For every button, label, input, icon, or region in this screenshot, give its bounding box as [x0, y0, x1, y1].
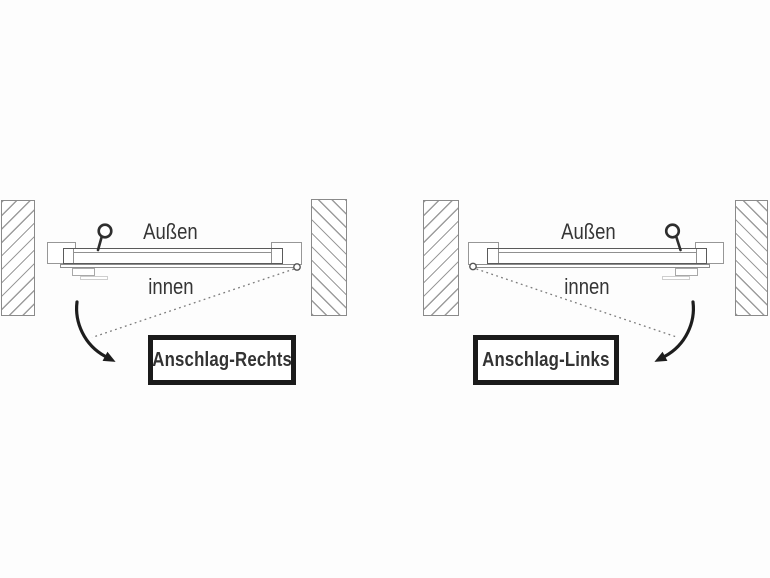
outside-label: Außen — [560, 219, 616, 244]
door-end-cap — [271, 249, 272, 263]
swing-arrow — [75, 300, 108, 359]
hinge-icon — [469, 262, 477, 271]
door-leaf — [487, 248, 707, 264]
lock-plate — [72, 268, 95, 276]
diagram-anschlag-links: Außen innen Anschlag-Links — [385, 0, 770, 578]
lock-plate-lip — [662, 276, 690, 280]
swing-path-dotted-line — [91, 268, 295, 339]
wall-right — [311, 199, 347, 316]
wall-right — [735, 200, 768, 316]
door-end-cap — [498, 249, 499, 263]
swing-arrow — [662, 300, 695, 359]
door-handle-stem — [675, 236, 682, 252]
door-end-cap — [696, 249, 697, 263]
left-diagram-overlay — [75, 223, 301, 362]
lock-plate-lip — [80, 276, 108, 280]
wall-left — [1, 200, 35, 316]
wall-left — [423, 200, 459, 316]
outside-label: Außen — [142, 219, 198, 244]
right-diagram-overlay — [469, 223, 695, 362]
swing-arrowhead-icon — [654, 351, 668, 362]
caption-box-anschlag-rechts: Anschlag-Rechts — [148, 335, 296, 385]
door-handle-icon — [97, 223, 113, 239]
hinge-icon — [293, 263, 301, 271]
swing-path-dotted-line — [476, 268, 679, 339]
swing-arrowhead-icon — [102, 351, 116, 362]
door-handle-icon — [664, 223, 681, 239]
door-edge-line — [498, 251, 697, 253]
door-leaf — [63, 248, 283, 264]
caption-box-anschlag-links: Anschlag-Links — [473, 335, 619, 385]
door-end-cap — [73, 249, 74, 263]
door-handle-stem — [96, 236, 103, 252]
door-edge-line — [73, 251, 272, 253]
inside-label: innen — [564, 274, 610, 299]
diagram-anschlag-rechts: Außen innen Anschlag-Rechts — [1, 199, 347, 385]
inside-label: innen — [148, 274, 194, 299]
lock-plate — [675, 268, 698, 276]
